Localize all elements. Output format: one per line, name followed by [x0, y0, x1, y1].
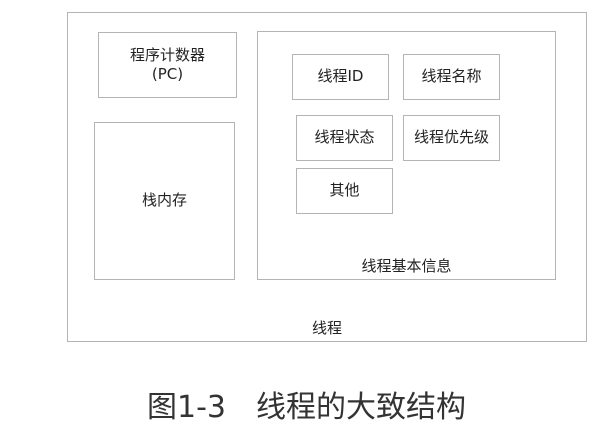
thread-id-box: 线程ID: [292, 54, 389, 100]
stack-memory-label: 栈内存: [141, 191, 187, 210]
thread-priority-label: 线程优先级: [413, 128, 489, 147]
figure-caption: 图1-3 线程的大致结构: [147, 390, 466, 425]
thread-other-label: 其他: [329, 181, 360, 200]
thread-name-box: 线程名称: [403, 54, 500, 100]
stack-memory-box: 栈内存: [94, 122, 235, 280]
program-counter-box: 程序计数器 (PC): [98, 32, 237, 98]
thread-state-label: 线程状态: [314, 128, 375, 147]
thread-info-label: 线程基本信息: [361, 257, 452, 276]
thread-priority-box: 线程优先级: [403, 115, 500, 161]
thread-name-label: 线程名称: [421, 67, 482, 86]
program-counter-abbr: (PC): [151, 65, 184, 83]
thread-other-box: 其他: [296, 168, 393, 214]
program-counter-label: 程序计数器: [129, 45, 205, 64]
thread-id-label: 线程ID: [317, 67, 364, 86]
thread-label: 线程: [311, 319, 342, 338]
thread-state-box: 线程状态: [296, 115, 393, 161]
